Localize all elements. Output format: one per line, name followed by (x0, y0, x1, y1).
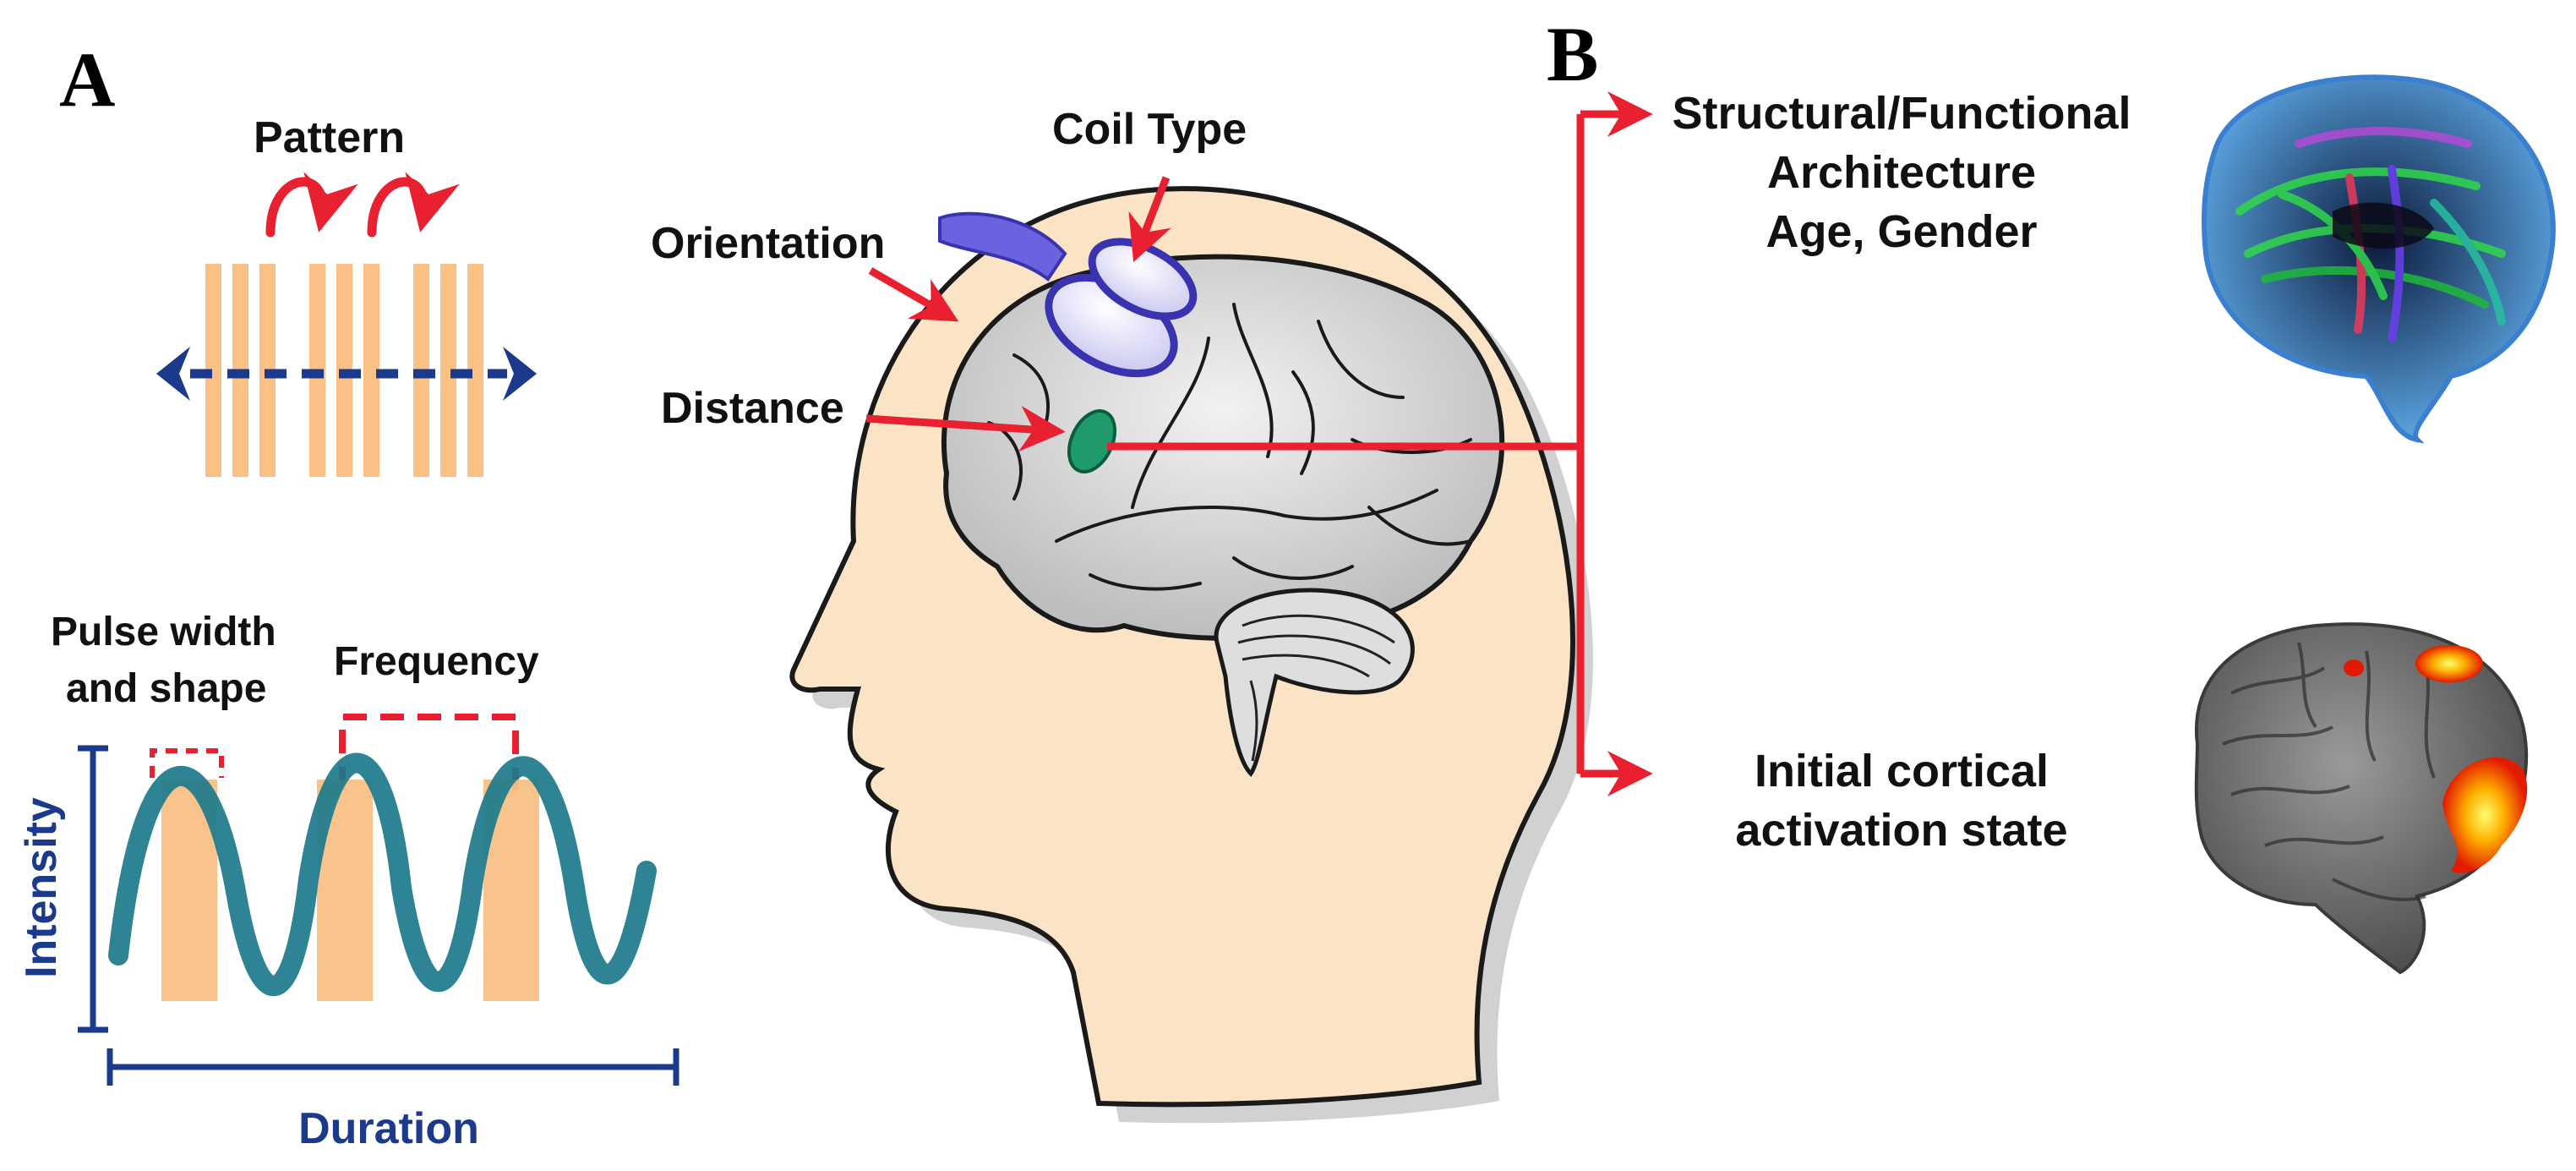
chevron-left-icon (156, 347, 190, 401)
activation-spot-frontal (2442, 757, 2528, 873)
cerebellum-folds (1237, 614, 1395, 762)
structural-label-line1: Structural/Functional (1672, 88, 2131, 139)
structural-label-line3: Age, Gender (1766, 206, 2037, 257)
frequency-label: Frequency (334, 639, 539, 684)
pulse-width-label-line1: Pulse width (51, 610, 276, 654)
coil-handle (938, 211, 1067, 282)
panel-b-connector (1107, 91, 1653, 796)
fmri-activation-brain-icon (2194, 622, 2529, 975)
activation-spot-superior (2415, 645, 2483, 682)
structural-label-line2: Architecture (1767, 147, 2036, 198)
head-label-arrows (865, 176, 1171, 452)
orientation-label: Orientation (651, 219, 885, 268)
pulse-width-label-line2: and shape (66, 666, 266, 711)
pulse-width-bracket (150, 748, 224, 778)
coil-type-label: Coil Type (1052, 105, 1247, 154)
pattern-curved-arrows (265, 172, 460, 238)
tractography-brain-icon (2202, 74, 2556, 444)
initial-state-label-line1: Initial cortical (1755, 746, 2049, 796)
activation-spot-small (2344, 659, 2364, 676)
pattern-label: Pattern (254, 113, 405, 162)
pattern-timeline-arrow (156, 347, 537, 401)
frequency-bracket (339, 714, 519, 791)
intensity-waveform (108, 752, 657, 997)
chevron-right-icon (503, 347, 537, 401)
duration-axis (106, 1048, 679, 1086)
distance-label: Distance (661, 384, 844, 433)
intensity-axis (78, 745, 108, 1033)
panel-label-b: B (1547, 11, 1598, 97)
intensity-axis-label: Intensity (17, 797, 66, 978)
duration-axis-label: Duration (298, 1104, 479, 1153)
panel-label-a: A (59, 36, 115, 123)
initial-state-label-line2: activation state (1735, 805, 2067, 856)
